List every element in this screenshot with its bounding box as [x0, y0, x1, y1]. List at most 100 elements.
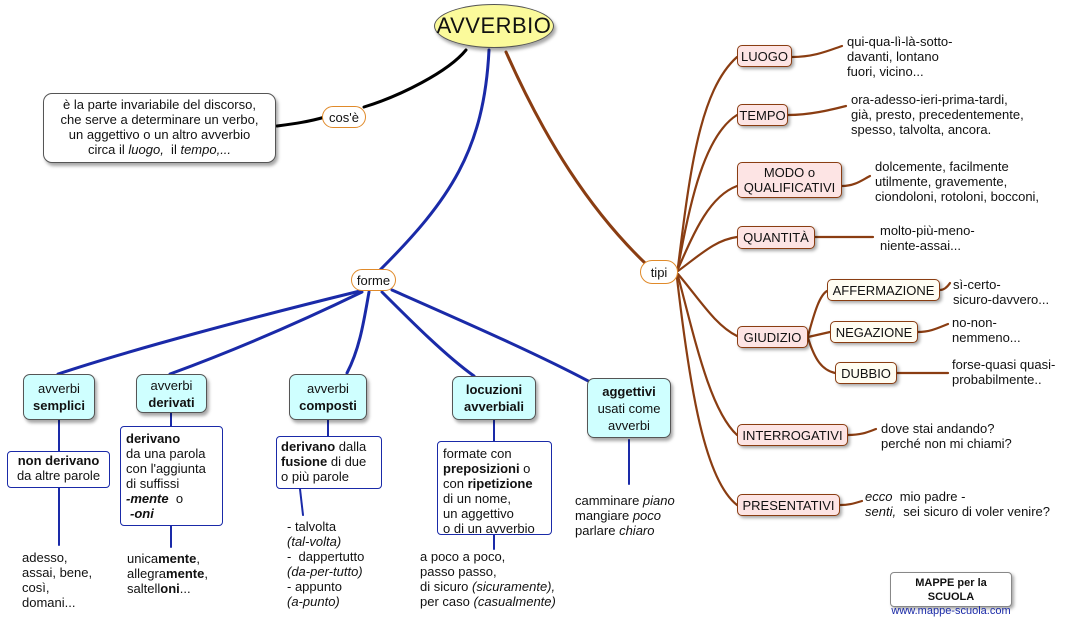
aggettivi-example-1: camminare piano: [575, 493, 675, 508]
modo-line-3: ciondoloni, rotoloni, bocconi,: [875, 189, 1040, 204]
derivati-examples: unicamente, allegramente, saltelloni...: [127, 551, 208, 596]
composti-title-1: avverbi: [307, 381, 349, 396]
aggettivi-ex2-pre: mangiare: [575, 508, 633, 523]
luogo-line-2: davanti, lontano: [847, 49, 939, 64]
dubbio-line-1: forse-quasi quasi-: [952, 357, 1056, 372]
tempo-line-1: ora-adesso-ieri-prima-tardi,: [851, 92, 1008, 107]
semplici-example-4: domani...: [22, 595, 76, 610]
semplici-examples: adesso, assai, bene, così, domani...: [22, 550, 92, 610]
composti-example-1: - talvolta: [287, 519, 337, 534]
branch-forme[interactable]: forme: [351, 269, 396, 291]
giudizio-negazione-node[interactable]: NEGAZIONE: [830, 321, 918, 343]
presentativi-line-2: senti, sei sicuro di voler venire?: [865, 504, 1050, 519]
definition-box[interactable]: è la parte invariabile del discorso, che…: [43, 93, 276, 163]
derivati-ex1-bold: mente: [158, 551, 197, 566]
giudizio-dubbio-node[interactable]: DUBBIO: [835, 362, 897, 384]
composti-d2-rest: di due: [327, 454, 367, 469]
modo-label-1: MODO o: [763, 165, 816, 180]
interrogativi-line-1: dove stai andando?: [881, 421, 995, 436]
derivati-ex1-pre: unica: [127, 551, 159, 566]
link-forme-aggettivi: [390, 288, 594, 385]
modo-label-2: QUALIFICATIVI: [743, 180, 836, 195]
link-presentativi-text: [838, 499, 864, 507]
mappe-scuola-logo[interactable]: MAPPE per la SCUOLA www.mappe-scuola.com: [890, 572, 1012, 617]
link-tempo-text: [786, 104, 848, 117]
derivati-suffix-line-2: -oni: [126, 506, 217, 521]
locuzioni-example-3: di sicuro (sicuramente),: [420, 579, 556, 594]
locuzioni-desc-line-3: con ripetizione: [443, 476, 546, 491]
derivati-ex2-bold: mente: [166, 566, 205, 581]
negazione-line-2: nemmeno...: [952, 330, 1021, 345]
avverbi-composti-node[interactable]: avverbi composti: [289, 374, 367, 420]
composti-desc-line-1: derivano dalla: [281, 439, 377, 454]
aggettivi-avverbi-node[interactable]: aggettivi usati come avverbi: [587, 378, 671, 438]
tipo-giudizio-node[interactable]: GIUDIZIO: [737, 326, 808, 348]
branch-tipi[interactable]: tipi: [640, 260, 678, 284]
link-root-forme: [378, 48, 491, 272]
locuzioni-ex4-it: (casualmente): [473, 594, 556, 609]
avverbi-semplici-node[interactable]: avverbi semplici: [23, 374, 95, 420]
composti-example-5: - appunto: [287, 579, 342, 594]
interrogativi-examples: dove stai andando? perché non mi chiami?: [881, 421, 1012, 451]
locuzioni-ex4-pre: per caso: [420, 594, 474, 609]
tipo-quantita-node[interactable]: QUANTITÀ: [737, 226, 815, 249]
presentativi-line-1: ecco mio padre -: [865, 489, 1050, 504]
dubbio-line-2: probabilmente..: [952, 372, 1042, 387]
link-label-cose[interactable]: cos'è: [322, 106, 366, 128]
derivati-example-3: saltelloni...: [127, 581, 208, 596]
composti-d2-bold: fusione: [281, 454, 328, 469]
derivati-description-box[interactable]: derivano da una parola con l'aggiunta di…: [120, 426, 223, 526]
aggettivi-title-3: avverbi: [608, 417, 650, 433]
derivati-desc-bold: derivano: [126, 431, 181, 446]
locuzioni-avverbiali-node[interactable]: locuzioni avverbiali: [452, 376, 536, 420]
tipo-luogo-node[interactable]: LUOGO: [737, 45, 792, 67]
tipo-tempo-node[interactable]: TEMPO: [737, 104, 788, 126]
definition-line-1: è la parte invariabile del discorso,: [63, 97, 256, 112]
link-tipi-modo: [676, 184, 739, 271]
locuzioni-description-box[interactable]: formate con preposizioni o con ripetizio…: [437, 441, 552, 536]
root-node-avverbio[interactable]: AVVERBIO: [434, 4, 554, 48]
affermazione-line-2: sicuro-davvero...: [953, 292, 1050, 307]
composti-description-box[interactable]: derivano dalla fusione di due o più paro…: [276, 436, 382, 489]
semplici-desc-rest: da altre parole: [16, 468, 101, 483]
derivati-desc-line-2: con l'aggiunta: [126, 461, 206, 476]
locuzioni-d2-bold: preposizioni: [443, 461, 520, 476]
tipo-modo-node[interactable]: MODO o QUALIFICATIVI: [737, 162, 842, 198]
derivati-ex2-pre: allegra: [127, 566, 167, 581]
link-tipi-tempo: [676, 113, 739, 270]
link-modo-text: [840, 174, 872, 188]
affermazione-examples: sì-certo- sicuro-davvero...: [953, 277, 1049, 307]
composti-example-3: - dappertutto: [287, 549, 365, 564]
presentativi-l1-rest: mio padre -: [892, 489, 966, 504]
semplici-example-2: assai, bene,: [22, 565, 93, 580]
semplici-title-1: avverbi: [38, 381, 80, 396]
definition-luogo: luogo,: [128, 142, 164, 157]
quantita-line-1: molto-più-meno-: [880, 223, 975, 238]
aggettivi-ex2-it: poco: [632, 508, 662, 523]
composti-example-4: (da-per-tutto): [287, 564, 363, 579]
derivati-ex3-bold: oni: [160, 581, 180, 596]
presentativi-l2-rest: sei sicuro di voler venire?: [896, 504, 1050, 519]
tipo-interrogativi-node[interactable]: INTERROGATIVI: [737, 424, 848, 446]
link-giudizio-negazione: [806, 330, 832, 339]
locuzioni-desc-line-4: di un nome,: [443, 491, 511, 506]
locuzioni-example-4: per caso (casualmente): [420, 594, 556, 609]
luogo-line-3: fuori, vicino...: [847, 64, 924, 79]
suffix-or: o: [168, 491, 184, 506]
interrogativi-line-2: perché non mi chiami?: [881, 436, 1012, 451]
derivati-ex1-post: ,: [196, 551, 200, 566]
aggettivi-ex1-it: piano: [642, 493, 675, 508]
derivati-title-2: derivati: [148, 394, 195, 410]
tipo-presentativi-node[interactable]: PRESENTATIVI: [737, 494, 840, 516]
derivati-ex3-post: ...: [179, 581, 191, 596]
link-giudizio-dubbio: [806, 336, 837, 375]
semplici-description-box[interactable]: non derivano da altre parole: [7, 451, 110, 488]
logo-url[interactable]: www.mappe-scuola.com: [891, 605, 1011, 617]
avverbi-derivati-node[interactable]: avverbi derivati: [136, 374, 207, 413]
luogo-line-1: qui-qua-lì-là-sotto-: [847, 34, 953, 49]
locuzioni-title-1: locuzioni: [465, 382, 523, 397]
giudizio-affermazione-node[interactable]: AFFERMAZIONE: [827, 279, 940, 301]
aggettivi-title-2: usati come: [597, 400, 661, 416]
link-tipi-luogo: [676, 55, 739, 269]
locuzioni-examples: a poco a poco, passo passo, di sicuro (s…: [420, 549, 556, 609]
